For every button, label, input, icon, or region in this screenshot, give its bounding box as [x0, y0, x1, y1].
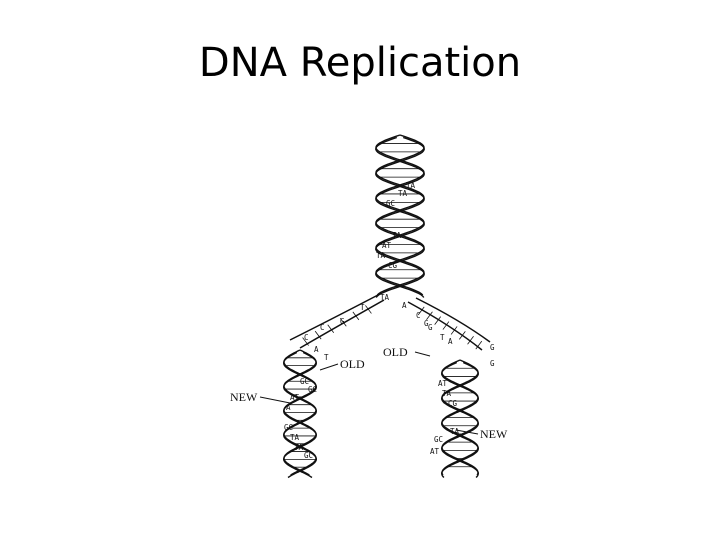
- new-right-leader: [455, 429, 479, 435]
- fork-right-inner: [407, 301, 483, 351]
- parent-base-pair: TA: [406, 181, 416, 190]
- left-daughter-base-pair: TA: [290, 433, 300, 442]
- left-daughter-helix-strand-0-edge-1: [282, 351, 318, 479]
- parent-helix-strand-1-edge-1: [375, 136, 425, 298]
- right-daughter-base-pair: GC: [434, 435, 443, 444]
- left-daughter-base-pair: TA: [294, 443, 304, 452]
- fork-left-outer: [289, 294, 379, 341]
- parent-helix-strand-1-edge-0: [375, 134, 425, 296]
- left-daughter-helix-strand-1-edge-1: [282, 351, 318, 479]
- new-left-leader: [259, 396, 291, 404]
- right-daughter-base-pair: AT: [430, 447, 440, 456]
- fork-left-base: C: [320, 323, 325, 332]
- callouts: OLD OLD NEW NEW: [230, 345, 508, 441]
- fork-right-base: A: [402, 301, 407, 310]
- fork-left-tick: [365, 305, 372, 314]
- fork-left-base: T: [360, 303, 365, 312]
- old-right-leader: [414, 351, 431, 357]
- parent-base-pair: TA: [398, 189, 408, 198]
- left-daughter-base-pair: GC: [308, 385, 317, 394]
- fork-left-tick: [327, 324, 335, 333]
- new-left-label: NEW: [230, 390, 258, 404]
- fork-left-base: C: [304, 333, 309, 342]
- parent-helix-strand-0-edge-1: [375, 136, 425, 298]
- fork-left-tick: [352, 311, 360, 321]
- right-daughter-helix-strand-0-edge-1: [440, 361, 480, 478]
- old-left-label: OLD: [340, 357, 365, 371]
- fork-right-tick: [442, 321, 450, 330]
- fork-right-outer: [415, 297, 491, 343]
- left-daughter-base-pair: GC: [304, 451, 313, 460]
- fork-right-tick: [450, 326, 458, 335]
- old-right-label: OLD: [383, 345, 408, 359]
- fork-right-base: G: [428, 323, 433, 332]
- left-daughter-base-pair: GC: [284, 423, 293, 432]
- right-daughter-helix-strand-1-edge-0: [441, 359, 479, 476]
- fork-left-inner: [299, 299, 385, 349]
- right-daughter-base-pair: CG: [448, 399, 458, 408]
- fork-left-base: A: [314, 345, 319, 354]
- parent-base-pair: TA: [376, 251, 386, 260]
- right-daughter-helix-strand-0-edge-0: [441, 359, 479, 476]
- fork-right-tick: [459, 331, 466, 340]
- new-right-label: NEW: [480, 427, 508, 441]
- fork-right-base: G: [424, 319, 429, 328]
- left-daughter-base-pair: AT: [290, 393, 300, 402]
- left-daughter-base-pair: GC: [300, 377, 309, 386]
- fork-left-base: T: [324, 353, 329, 362]
- right-daughter-base-pair: AT: [438, 379, 448, 388]
- parent-helix-strand-0-edge-0: [375, 134, 425, 296]
- left-daughter-base-pair: A: [286, 403, 291, 412]
- fork-right-tick: [426, 311, 433, 321]
- right-daughter-base-pair: TA: [450, 427, 460, 436]
- right-daughter-base-pair: TA: [442, 389, 452, 398]
- fork-right-base: G: [490, 359, 495, 368]
- fork-right-base: G: [490, 343, 495, 352]
- helix-strands: [282, 134, 491, 479]
- fork-right-base: T: [440, 333, 445, 342]
- fork-right-tick: [475, 340, 483, 350]
- parent-base-pair: CG: [388, 261, 398, 270]
- fork-left-tick: [339, 318, 347, 327]
- parent-base-pair: TA: [380, 293, 390, 302]
- parent-base-pair: AT: [382, 241, 392, 250]
- fork-left-tick: [314, 330, 322, 340]
- old-left-leader: [319, 363, 339, 371]
- fork-right-tick: [434, 316, 441, 325]
- parent-base-pair: TA: [392, 231, 402, 240]
- slide-title: DNA Replication: [198, 40, 522, 86]
- fork-left-base: G: [340, 317, 345, 326]
- fork-right-tick: [417, 306, 425, 316]
- fork-right-tick: [467, 335, 474, 345]
- fork-right-base: A: [448, 337, 453, 346]
- fork-right-base: C: [416, 311, 421, 320]
- right-daughter-helix-strand-1-edge-1: [440, 361, 480, 478]
- parent-base-pair: GC: [386, 199, 395, 208]
- fork-left-tick: [302, 337, 309, 346]
